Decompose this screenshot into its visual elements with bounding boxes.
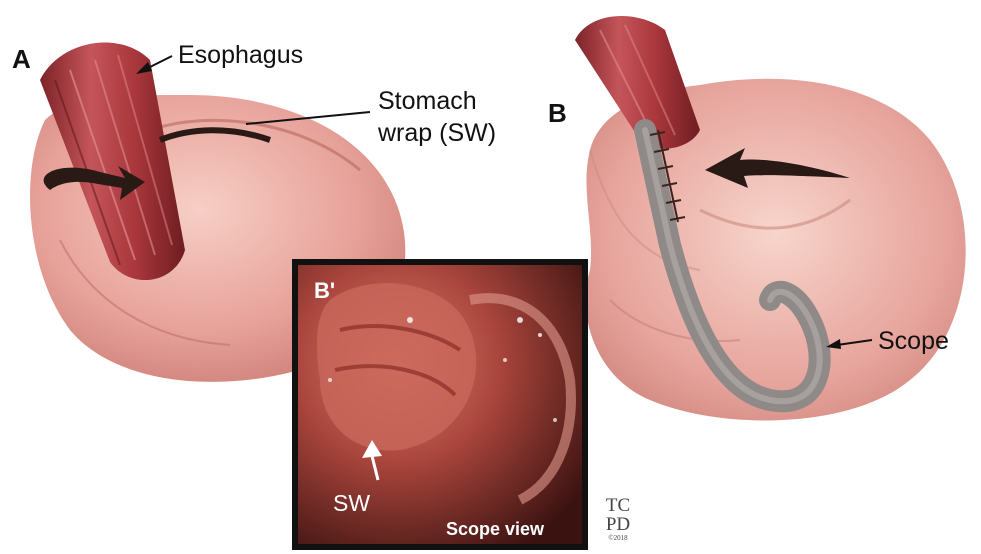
scope-view-label: Scope view: [446, 519, 544, 540]
panel-b-prime-label: B': [314, 278, 335, 304]
panel-b-label: B: [548, 98, 567, 129]
tcpd-logo: TC PD ©2018: [598, 496, 638, 542]
sw-label: SW: [333, 490, 370, 517]
logo-line2: PD: [598, 515, 638, 534]
scope-label: Scope: [878, 326, 949, 356]
stomach-wrap-label-line2: wrap (SW): [378, 118, 496, 148]
logo-line1: TC: [598, 496, 638, 515]
stomach-wrap-label-line1: Stomach: [378, 86, 477, 116]
logo-copyright: ©2018: [598, 534, 638, 542]
panel-a-label: A: [12, 44, 31, 75]
esophagus-label: Esophagus: [178, 40, 303, 70]
